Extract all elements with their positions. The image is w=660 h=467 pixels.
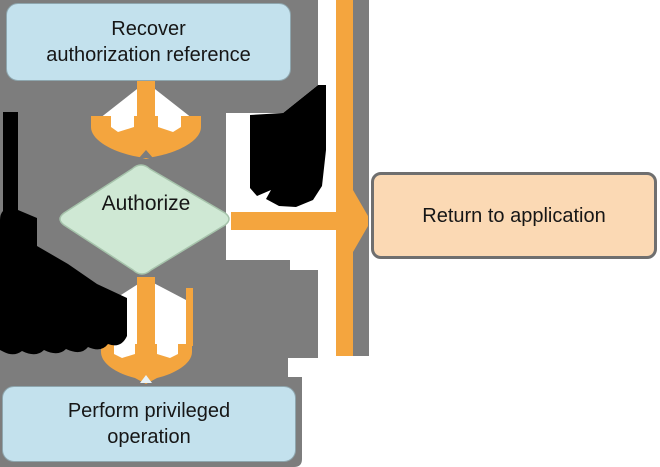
arrowhead-notch-left	[111, 116, 134, 132]
node-label-line: Return to application	[422, 204, 606, 227]
node-return-to-application: Return to application	[371, 172, 657, 259]
arrow-tip-notch	[139, 150, 153, 158]
node-label-line: Recover	[111, 18, 186, 40]
allow-label-blob	[0, 112, 127, 355]
node-authorize-diamond	[59, 164, 230, 275]
arrowhead-notch-right	[158, 116, 181, 132]
node-label-line: authorization reference	[46, 44, 251, 66]
arrow-shaft	[137, 277, 155, 362]
node-label-line: Authorize	[101, 192, 191, 215]
node-perform-privileged-operation: Perform privileged operation	[2, 386, 296, 462]
node-label-line: operation	[107, 426, 191, 448]
node-authorize-label: Authorize	[61, 191, 231, 217]
arrow-shaft	[137, 81, 155, 151]
arrowhead-notch-left	[114, 344, 135, 358]
arrowhead-orange-sliver	[186, 288, 193, 346]
node-recover-authorization: Recover authorization reference	[6, 3, 291, 81]
edge-authorize-to-perform	[101, 277, 193, 384]
arrow-tip-notch	[140, 375, 152, 383]
node-label-line: Perform privileged	[67, 400, 231, 422]
edge-recover-to-authorize	[91, 81, 201, 159]
edge-fail-and-top-line	[231, 0, 368, 356]
line-shadow-strip	[353, 0, 369, 356]
fail-label-blob	[250, 85, 326, 207]
arrowhead-notch-right	[157, 344, 178, 358]
